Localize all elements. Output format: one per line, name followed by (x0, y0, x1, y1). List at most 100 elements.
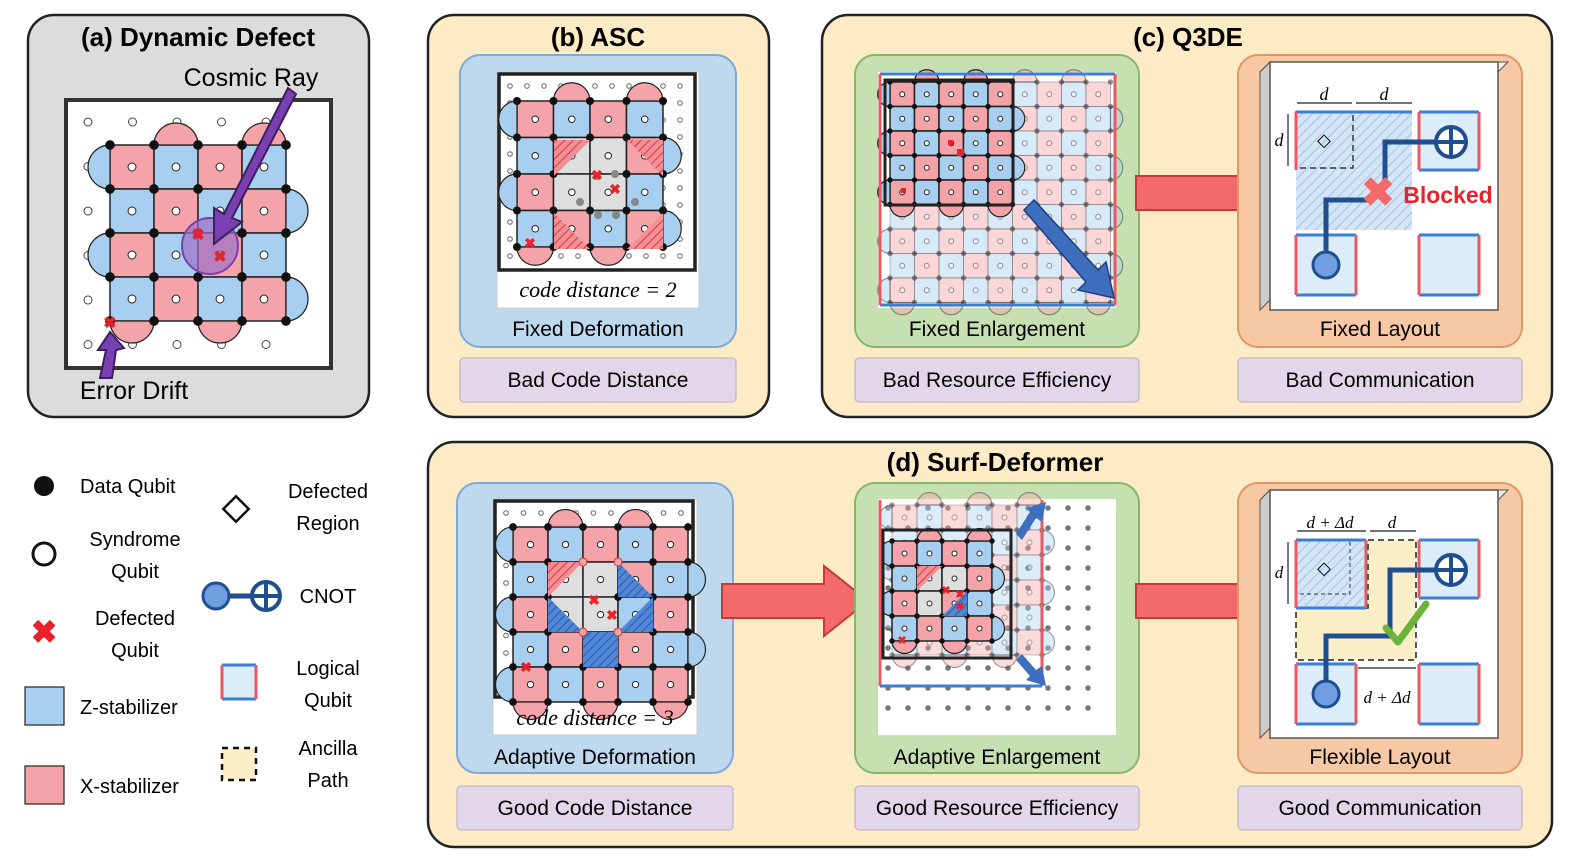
panel-d-distance: code distance = 3 (516, 705, 673, 730)
panel-d-enlarge-caption: Adaptive Enlargement (894, 746, 1101, 769)
d-label-c2: d (1380, 84, 1390, 104)
legend-ancilla-path-icon (220, 746, 258, 782)
legend-x-stabilizer: X-stabilizer (80, 776, 179, 798)
panel-d-dimension-arrows (1287, 530, 1416, 669)
panel-d-enlarge-verdict: Good Resource Efficiency (876, 797, 1119, 820)
panel-c-enlarge-lattice (877, 69, 1124, 316)
panel-d-deform-verdict-box (456, 785, 734, 831)
panel-b-caption: Fixed Deformation (512, 318, 684, 341)
d-defected-region-marker: ◇ (1317, 558, 1331, 578)
panel-d-defects: ✖ ✖ ✖ (520, 592, 618, 675)
svg-text:✖: ✖ (520, 659, 532, 675)
panel-d-layout-verdict: Good Communication (1278, 797, 1481, 820)
svg-text:✖: ✖ (897, 635, 906, 647)
svg-text:✖: ✖ (941, 585, 950, 597)
cosmic-ray-arrow (213, 86, 298, 247)
svg-text:✖: ✖ (606, 607, 618, 623)
panel-c-enlarge-caption: Fixed Enlargement (909, 318, 1085, 341)
d-plus-label-bottom: d + Δd (1364, 688, 1411, 707)
panel-b-distance: code distance = 2 (519, 277, 676, 302)
svg-text:✖: ✖ (609, 181, 621, 197)
legend-syndrome-1: Syndrome (89, 529, 180, 551)
legend-defected-region-1: Defected (288, 481, 368, 503)
defected-region-outline (1295, 111, 1354, 169)
panel-b-lattice (498, 82, 683, 266)
blocked-x-icon: ✖ (1361, 171, 1395, 215)
legend-x-stabilizer-icon (24, 765, 65, 805)
error-drift-arrow (96, 330, 126, 379)
error-drift-label: Error Drift (80, 377, 188, 405)
panel-d-layout-caption: Flexible Layout (1309, 746, 1450, 769)
legend-logical-qubit-2: Qubit (304, 690, 352, 712)
svg-text:✖: ✖ (955, 589, 964, 601)
d-label-d2: d (1275, 563, 1284, 582)
legend-data-qubit: Data Qubit (80, 476, 176, 498)
cnot-target-d (1434, 553, 1468, 587)
legend-data-qubit-icon (34, 476, 54, 496)
check-icon (1382, 600, 1430, 646)
svg-text:✖: ✖ (103, 315, 116, 332)
svg-text:✖: ✖ (588, 592, 600, 608)
panel-d-layout-verdict-box (1237, 785, 1523, 831)
panel-c-layout-caption: Fixed Layout (1320, 318, 1440, 341)
panel-c-enlarge-verdict: Bad Resource Efficiency (883, 369, 1112, 392)
svg-text:✖: ✖ (191, 227, 204, 244)
svg-text:✖: ✖ (524, 235, 536, 251)
panel-c-layout-verdict-box (1237, 357, 1523, 403)
legend-syndrome-2: Qubit (111, 561, 159, 583)
panel-b-inner (497, 72, 697, 272)
svg-text:✖: ✖ (955, 601, 964, 613)
cnot-control-c (1311, 250, 1341, 280)
d-logical-qubit-br (1419, 664, 1479, 724)
panel-a-defects: ✖ ✖ ✖ (103, 227, 226, 332)
legend-ancilla-path-2: Path (307, 770, 348, 792)
panel-c-dimension-arrows (1287, 102, 1412, 166)
panel-d-deform-caption: Adaptive Deformation (494, 746, 696, 769)
panel-a-lattice (83, 117, 309, 349)
legend-cnot: CNOT (300, 586, 357, 608)
panel-b-title: (b) ASC (551, 22, 646, 52)
cnot-target-c (1434, 125, 1468, 159)
d-label-c3: d (1275, 130, 1285, 150)
enlarge-arrow (1022, 198, 1115, 299)
panel-d-flow-arrow-1 (721, 563, 870, 639)
cnot-control-d (1311, 679, 1341, 709)
panel-b-verdict-box (459, 357, 737, 403)
panel-a-title: (a) Dynamic Defect (81, 22, 315, 52)
d-enlarged-qubit (1296, 540, 1366, 608)
original-patch-outline (883, 78, 1015, 207)
cosmic-ray-label: Cosmic Ray (184, 64, 319, 92)
cnot-path-c-lower (1323, 197, 1368, 265)
d-plus-label-top: d + Δd (1307, 513, 1354, 532)
legend-ancilla-path-1: Ancilla (299, 738, 359, 760)
legend-syndrome-qubit-icon (31, 541, 57, 567)
panel-d-deform-verdict: Good Code Distance (498, 797, 693, 820)
blocked-label: Blocked (1403, 182, 1492, 208)
cnot-path-c-upper (1382, 139, 1436, 180)
blocked-region (1296, 112, 1412, 230)
panel-c-layout-verdict: Bad Communication (1285, 369, 1474, 392)
svg-text:✖: ✖ (213, 249, 226, 266)
enlarge-arrow-up (1016, 502, 1046, 540)
legend-cnot-icon (201, 580, 282, 612)
legend-defected-qubit-2: Qubit (111, 640, 159, 662)
legend-logical-qubit-1: Logical (296, 658, 359, 680)
panel-b-defects: ✖ ✖ ✖ (524, 167, 621, 251)
panel-b-verdict: Bad Code Distance (508, 369, 689, 392)
legend-z-stabilizer: Z-stabilizer (80, 697, 178, 719)
legend: Data Qubit Syndrome Qubit ✖ Defected Qub… (24, 476, 368, 805)
d-label-d1: d (1388, 513, 1397, 532)
panel-d-deform-lattice (494, 508, 707, 721)
d-label-c1: d (1320, 84, 1330, 104)
legend-defected-qubit-icon: ✖ (31, 614, 58, 650)
panel-c-title: (c) Q3DE (1133, 22, 1243, 52)
logical-qubit-br (1419, 235, 1479, 295)
legend-logical-qubit-icon (220, 663, 258, 701)
d-original-patch-outline (881, 528, 1013, 660)
legend-defected-region-icon (221, 494, 251, 524)
panel-c-enlarge-verdict-box (854, 357, 1140, 403)
panel-d-title: (d) Surf-Deformer (887, 447, 1104, 477)
legend-z-stabilizer-icon (24, 686, 65, 726)
legend-defected-region-2: Region (296, 513, 359, 535)
